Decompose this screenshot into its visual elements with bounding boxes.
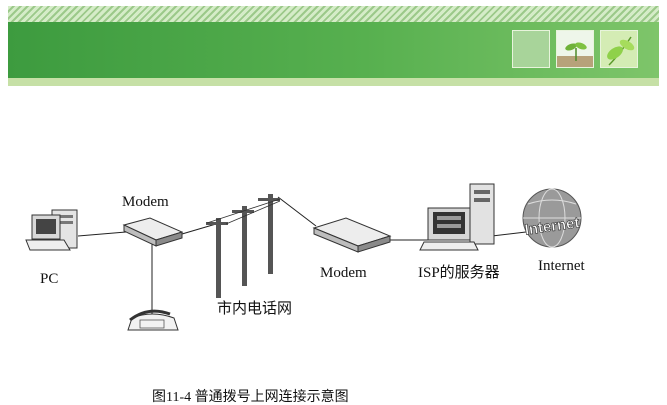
pc-modem-line [77, 231, 127, 237]
leaves-icon [607, 36, 635, 66]
modem-pole-line [181, 223, 217, 235]
pc-label: PC [40, 271, 59, 287]
internet-label: Internet [538, 258, 585, 274]
header-thumbnail-leaves [600, 30, 638, 68]
phone-network-label: 市内电话网 [217, 301, 293, 317]
header-thumbnail-plain [512, 30, 550, 68]
isp-server-label: ISP的服务器 [418, 265, 500, 281]
pc-icon [25, 209, 78, 251]
figure-caption: 图11-4 普通拨号上网连接示意图 [152, 390, 349, 405]
telephone-icon [127, 309, 179, 331]
isp-server-icon [419, 183, 495, 251]
telephone-poles-icon [206, 194, 281, 298]
sprout-icon [557, 42, 593, 67]
internet-globe-icon: Internet [522, 188, 582, 248]
modem-right-icon [312, 217, 392, 253]
header-underline [8, 78, 659, 86]
header-thumbnail-sprout [556, 30, 594, 68]
modem-left-label: Modem [122, 194, 169, 210]
header-stripe [8, 6, 659, 22]
pole-modem-line [277, 196, 317, 227]
modem-right-label: Modem [320, 265, 367, 281]
modem-left-icon [122, 217, 184, 247]
header-band [8, 22, 659, 78]
isp-internet-line [491, 231, 527, 237]
